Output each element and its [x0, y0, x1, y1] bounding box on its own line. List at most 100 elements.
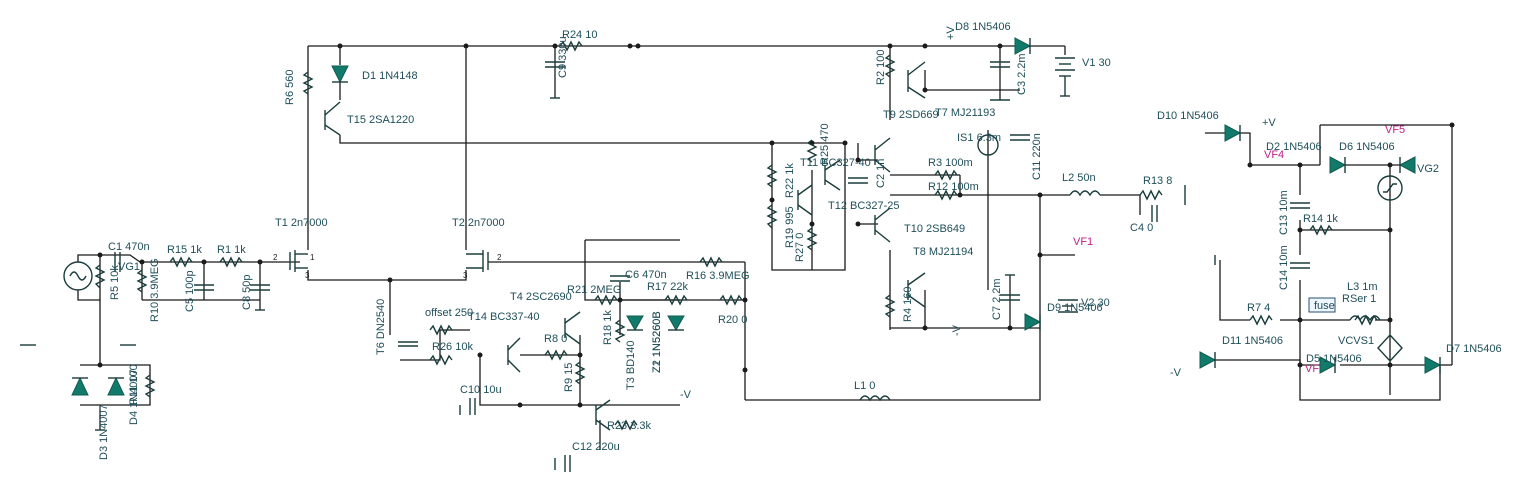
- label-c13: C13 10m: [1278, 190, 1290, 235]
- inductor-symbols: [859, 190, 1381, 402]
- node-label-t1-drain: 1: [310, 253, 315, 262]
- node-label-t2-source: 3: [463, 271, 468, 280]
- node-label-t2-gate: 2: [497, 253, 502, 262]
- label-r7: R7 4: [1247, 302, 1270, 314]
- label-t7: T7 MJ21193: [935, 107, 995, 119]
- label-d3: D3 1N4007: [98, 404, 110, 460]
- label-plus-v-prot: +V: [1262, 117, 1276, 129]
- label-d2: D2 1N5406: [1266, 141, 1322, 153]
- label-t2: T2 2n7000: [452, 217, 505, 229]
- label-fuse: fuse: [1314, 300, 1335, 312]
- label-r17: R17 22k: [647, 281, 688, 293]
- wires-protection: [1200, 124, 1453, 401]
- component-labels: R24 10 C9 330u D8 1N5406 +V V1 30 C3 2.2…: [98, 21, 1502, 460]
- label-c9: C9 330u: [557, 36, 569, 78]
- label-vg1: VG1: [118, 261, 140, 273]
- label-r13: R13 8: [1143, 175, 1172, 187]
- label-rser: RSer 1: [1342, 293, 1376, 305]
- label-vf4: VF4: [1264, 149, 1284, 161]
- label-c10: C10 10u: [460, 384, 502, 396]
- label-d6: D6 1N5406: [1339, 141, 1395, 153]
- label-r25: R25 470: [819, 123, 831, 165]
- fuse-box: [1308, 297, 1336, 313]
- label-t1: T1 2n7000: [275, 217, 328, 229]
- label-r14: R14 1k: [1303, 213, 1338, 225]
- label-c4: C4 0: [1130, 222, 1153, 234]
- label-is1: IS1 6.3m: [957, 132, 1001, 144]
- label-r9: R9 15: [563, 363, 575, 392]
- label-vg2: VG2: [1417, 163, 1439, 175]
- label-v2: V2 30: [1081, 297, 1110, 309]
- label-d4: D4 1N4007: [128, 369, 140, 425]
- label-t14: T14 BC337-40: [468, 311, 540, 323]
- label-vf: VF: [1305, 363, 1319, 375]
- sources-grounds: [63, 57, 1403, 470]
- label-r5: R5 10k: [109, 265, 121, 300]
- label-plus-v: +V: [945, 26, 957, 40]
- label-minus-v-out: -V: [951, 324, 963, 336]
- label-d8: D8 1N5406: [955, 21, 1011, 33]
- label-c12: C12 220u: [572, 441, 620, 453]
- label-r21: R21 2MEG: [567, 284, 621, 296]
- label-t15: T15 2SA1220: [347, 114, 414, 126]
- label-l1: L1 0: [854, 380, 875, 392]
- label-z2: Z2 1N5260B: [651, 311, 663, 373]
- label-l2: L2 50n: [1062, 172, 1096, 184]
- label-c11: C11 220n: [1031, 133, 1043, 180]
- label-r6: R6 560: [284, 70, 296, 105]
- node-labels: 2 3 2 3 1: [273, 253, 502, 280]
- label-t3: T3 BD140: [625, 340, 637, 390]
- label-r27: R27 0: [794, 233, 806, 262]
- label-d11: D11 1N5406: [1222, 335, 1283, 347]
- label-r11: R11 100: [128, 364, 140, 405]
- label-l3: L3 1m: [1347, 281, 1378, 293]
- label-t9: T9 2SD669: [883, 109, 939, 121]
- label-d10: D10 1N5406: [1157, 110, 1219, 122]
- label-t4: T4 2SC2690: [510, 291, 572, 303]
- label-r23: R23 3.3k: [607, 420, 652, 432]
- junctions: [97, 43, 1455, 408]
- label-c14: C14 10m: [1278, 245, 1290, 290]
- label-d7: D7 1N5406: [1446, 343, 1502, 355]
- capacitor-symbols: [114, 61, 1310, 472]
- label-r26: R26 10k: [432, 341, 473, 353]
- label-r12: R12 100m: [928, 181, 979, 193]
- label-c2: C2 1n: [875, 159, 887, 188]
- label-d1: D1 1N4148: [362, 70, 418, 82]
- label-r10: R10 3.9MEG: [149, 258, 161, 322]
- node-label-t1-source: 3: [305, 271, 310, 280]
- label-vf1: VF1: [1073, 236, 1093, 248]
- diode-symbols: [71, 37, 1442, 396]
- label-minus-v-mid: -V: [680, 389, 692, 401]
- label-d9: D9 1N5406: [1047, 302, 1103, 314]
- label-c8: C8 50p: [241, 275, 253, 310]
- label-r1: R1 1k: [217, 244, 246, 256]
- label-r20: R20 0: [718, 314, 747, 326]
- label-minus-v-prot: -V: [1170, 367, 1182, 379]
- label-r2: R2 100: [875, 50, 887, 85]
- label-r15: R15 1k: [167, 244, 202, 256]
- label-t10: T10 2SB649: [904, 223, 965, 235]
- transistor-symbols: [289, 61, 926, 431]
- label-r24: R24 10: [562, 29, 597, 41]
- label-r19: R19 995: [784, 206, 796, 248]
- label-c6: C6 470n: [625, 269, 667, 281]
- label-v1: V1 30: [1082, 57, 1111, 69]
- label-c5: C5 100p: [184, 270, 196, 312]
- label-r4: R4 160: [902, 287, 914, 322]
- label-c7: C7 2.2m: [991, 278, 1003, 320]
- label-t6: T6 DN2540: [375, 299, 387, 355]
- label-t12: T12 BC327-25: [828, 200, 900, 212]
- node-label-t1-gate: 2: [273, 253, 278, 262]
- label-t11: T11 BC327-40: [800, 157, 871, 169]
- label-vf5: VF5: [1385, 124, 1405, 136]
- label-r18: R18 1k: [602, 310, 614, 345]
- label-r3: R3 100m: [928, 157, 973, 169]
- label-z1: Z1 1N5260B: [651, 311, 663, 373]
- label-t8: T8 MJ21194: [913, 246, 973, 258]
- resistor-symbols: [94, 40, 1378, 431]
- label-d5: D5 1N5406: [1306, 353, 1362, 365]
- label-c3: C3 2.2m: [1016, 53, 1028, 95]
- label-r8: R8 0: [544, 333, 567, 345]
